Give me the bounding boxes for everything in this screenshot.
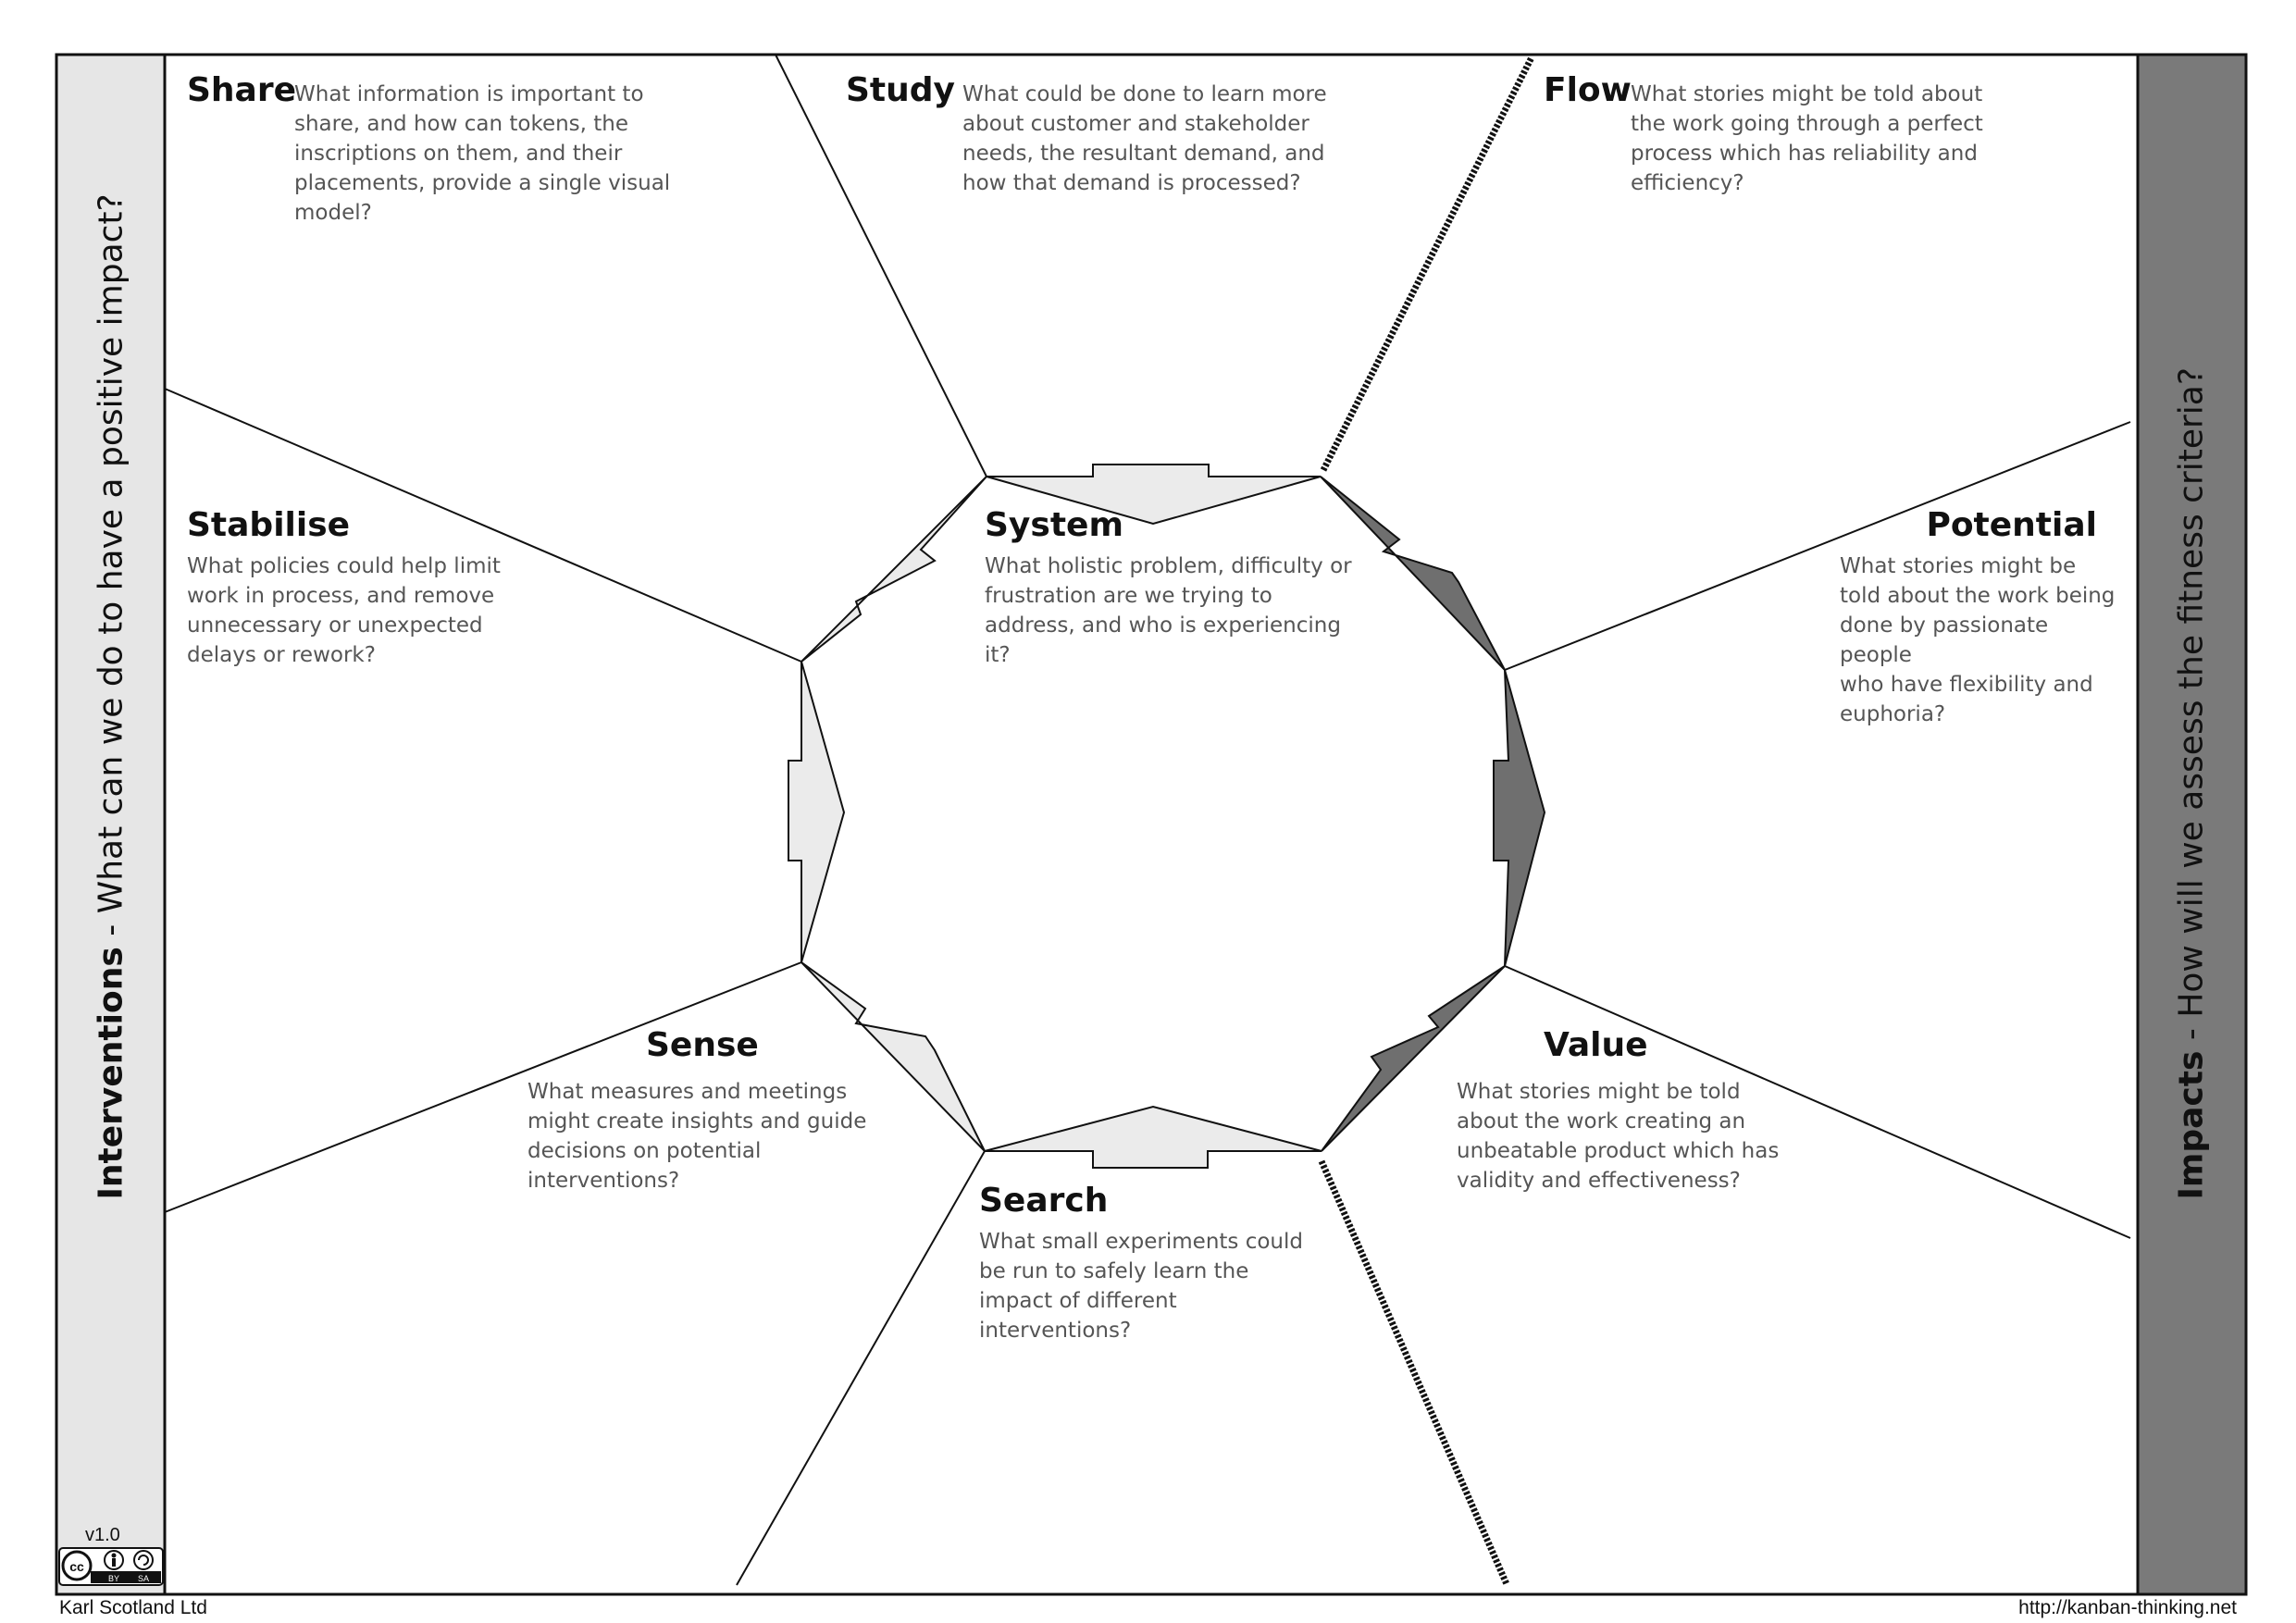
svg-text:cc: cc xyxy=(69,1559,84,1574)
section-value: Value What stories might be told about t… xyxy=(1457,1025,1845,1196)
section-search-text: What small experiments could be run to s… xyxy=(979,1227,1368,1345)
section-search-line: be run to safely learn the xyxy=(979,1259,1249,1283)
section-flow-text: What stories might be told about the wor… xyxy=(1631,80,2038,198)
section-share: Share xyxy=(187,70,705,111)
footer-author: Karl Scotland Ltd xyxy=(59,1597,207,1618)
right-bar-label-bold: Impacts xyxy=(2172,1050,2211,1200)
section-share-line: share, and how can tokens, the xyxy=(294,112,629,136)
section-value-line: unbeatable product which has xyxy=(1457,1139,1780,1163)
left-bar-label: Interventions - What can we do to have a… xyxy=(92,193,130,1200)
left-bar xyxy=(55,53,167,1596)
section-potential-line: done by passionate people xyxy=(1840,613,2049,667)
section-potential-title: Potential xyxy=(1926,506,2097,544)
section-share-line: placements, provide a single visual xyxy=(294,171,671,195)
section-flow-title: Flow xyxy=(1544,71,1632,109)
divider-stabilise-sense xyxy=(164,961,802,1213)
section-potential: Potential What stories might be told abo… xyxy=(1840,505,2117,729)
section-system: System What holistic problem, difficulty… xyxy=(985,505,1383,670)
section-potential-text: What stories might be told about the wor… xyxy=(1840,551,2117,729)
right-bar-label: Impacts - How will we assess the fitness… xyxy=(2172,367,2211,1200)
section-potential-line: who have flexibility and xyxy=(1840,673,2093,697)
section-flow-line: the work going through a perfect xyxy=(1631,112,1983,136)
section-system-text: What holistic problem, difficulty or fru… xyxy=(985,551,1383,670)
divider-share-study xyxy=(775,54,987,477)
arrow-left xyxy=(788,661,846,963)
section-search-line: impact of different xyxy=(979,1289,1177,1313)
section-search-line: What small experiments could xyxy=(979,1230,1303,1254)
divider-potential-bottom xyxy=(1504,965,2131,1239)
left-bar-label-bold: Interventions xyxy=(92,947,130,1200)
section-sense-title: Sense xyxy=(646,1026,759,1064)
section-stabilise-line: unnecessary or unexpected xyxy=(187,613,483,638)
section-share-text: What information is important to share, … xyxy=(294,80,738,228)
section-sense-line: What measures and meetings xyxy=(527,1080,848,1104)
svg-text:BY: BY xyxy=(108,1574,119,1583)
section-stabilise-text: What policies could help limit work in p… xyxy=(187,551,576,670)
section-system-line: address, and who is experiencing xyxy=(985,613,1341,638)
section-study: Study xyxy=(846,70,955,111)
section-stabilise: Stabilise What policies could help limit… xyxy=(187,505,576,670)
section-flow-line: efficiency? xyxy=(1631,171,1744,195)
divider-sense-search xyxy=(736,1150,986,1586)
section-search-line: interventions? xyxy=(979,1319,1132,1343)
section-stabilise-line: What policies could help limit xyxy=(187,554,501,578)
section-share-line: What information is important to xyxy=(294,82,644,106)
section-study-line: about customer and stakeholder xyxy=(962,112,1309,136)
right-bar xyxy=(2136,53,2248,1596)
section-value-line: What stories might be told xyxy=(1457,1080,1741,1104)
arrow-bottom xyxy=(984,1105,1322,1169)
section-stabilise-line: delays or rework? xyxy=(187,643,376,667)
section-search: Search What small experiments could be r… xyxy=(979,1181,1368,1345)
section-sense: Sense What measures and meetings might c… xyxy=(527,1025,916,1196)
section-study-line: What could be done to learn more xyxy=(962,82,1327,106)
outer-frame xyxy=(55,53,2248,1596)
section-study-text: What could be done to learn more about c… xyxy=(962,80,1370,198)
svg-text:SA: SA xyxy=(138,1574,149,1583)
section-flow: Flow xyxy=(1544,70,1632,111)
section-search-title: Search xyxy=(979,1182,1109,1220)
section-flow-line: What stories might be told about xyxy=(1631,82,1983,106)
section-study-title: Study xyxy=(846,71,956,109)
section-share-line: inscriptions on them, and their xyxy=(294,142,623,166)
arrow-bottom-right xyxy=(1321,965,1506,1152)
section-sense-line: decisions on potential xyxy=(527,1139,762,1163)
divider-value-search xyxy=(1318,1159,1510,1586)
section-study-line: needs, the resultant demand, and xyxy=(962,142,1325,166)
section-sense-text: What measures and meetings might create … xyxy=(527,1077,916,1196)
section-stabilise-title: Stabilise xyxy=(187,506,351,544)
section-potential-line: euphoria? xyxy=(1840,702,1946,726)
section-sense-line: might create insights and guide xyxy=(527,1109,867,1134)
arrow-right xyxy=(1493,669,1546,967)
divider-study-flow xyxy=(1320,56,1535,472)
section-system-line: frustration are we trying to xyxy=(985,584,1272,608)
section-potential-line: told about the work being xyxy=(1840,584,2116,608)
section-value-line: about the work creating an xyxy=(1457,1109,1746,1134)
section-value-line: validity and effectiveness? xyxy=(1457,1169,1741,1193)
section-study-line: how that demand is processed? xyxy=(962,171,1301,195)
left-bar-label-rest: - What can we do to have a positive impa… xyxy=(92,193,130,948)
section-system-title: System xyxy=(985,506,1123,544)
section-value-text: What stories might be told about the wor… xyxy=(1457,1077,1845,1196)
right-bar-label-rest: - How will we assess the fitness criteri… xyxy=(2172,367,2211,1051)
section-system-line: it? xyxy=(985,643,1011,667)
divider-share-stabilise xyxy=(164,388,802,663)
arrow-top xyxy=(986,464,1322,526)
section-value-title: Value xyxy=(1544,1026,1648,1064)
section-sense-line: interventions? xyxy=(527,1169,680,1193)
section-system-line: What holistic problem, difficulty or xyxy=(985,554,1352,578)
divider-potential-top xyxy=(1504,421,2131,671)
section-potential-line: What stories might be xyxy=(1840,554,2077,578)
cc-by-sa-icon: cc BY SA xyxy=(58,1547,164,1586)
section-share-line: model? xyxy=(294,201,372,225)
section-stabilise-line: work in process, and remove xyxy=(187,584,495,608)
section-flow-line: process which has reliability and xyxy=(1631,142,1978,166)
section-share-title: Share xyxy=(187,71,297,109)
version-label: v1.0 xyxy=(85,1525,120,1545)
footer-url[interactable]: http://kanban-thinking.net xyxy=(2018,1597,2237,1618)
